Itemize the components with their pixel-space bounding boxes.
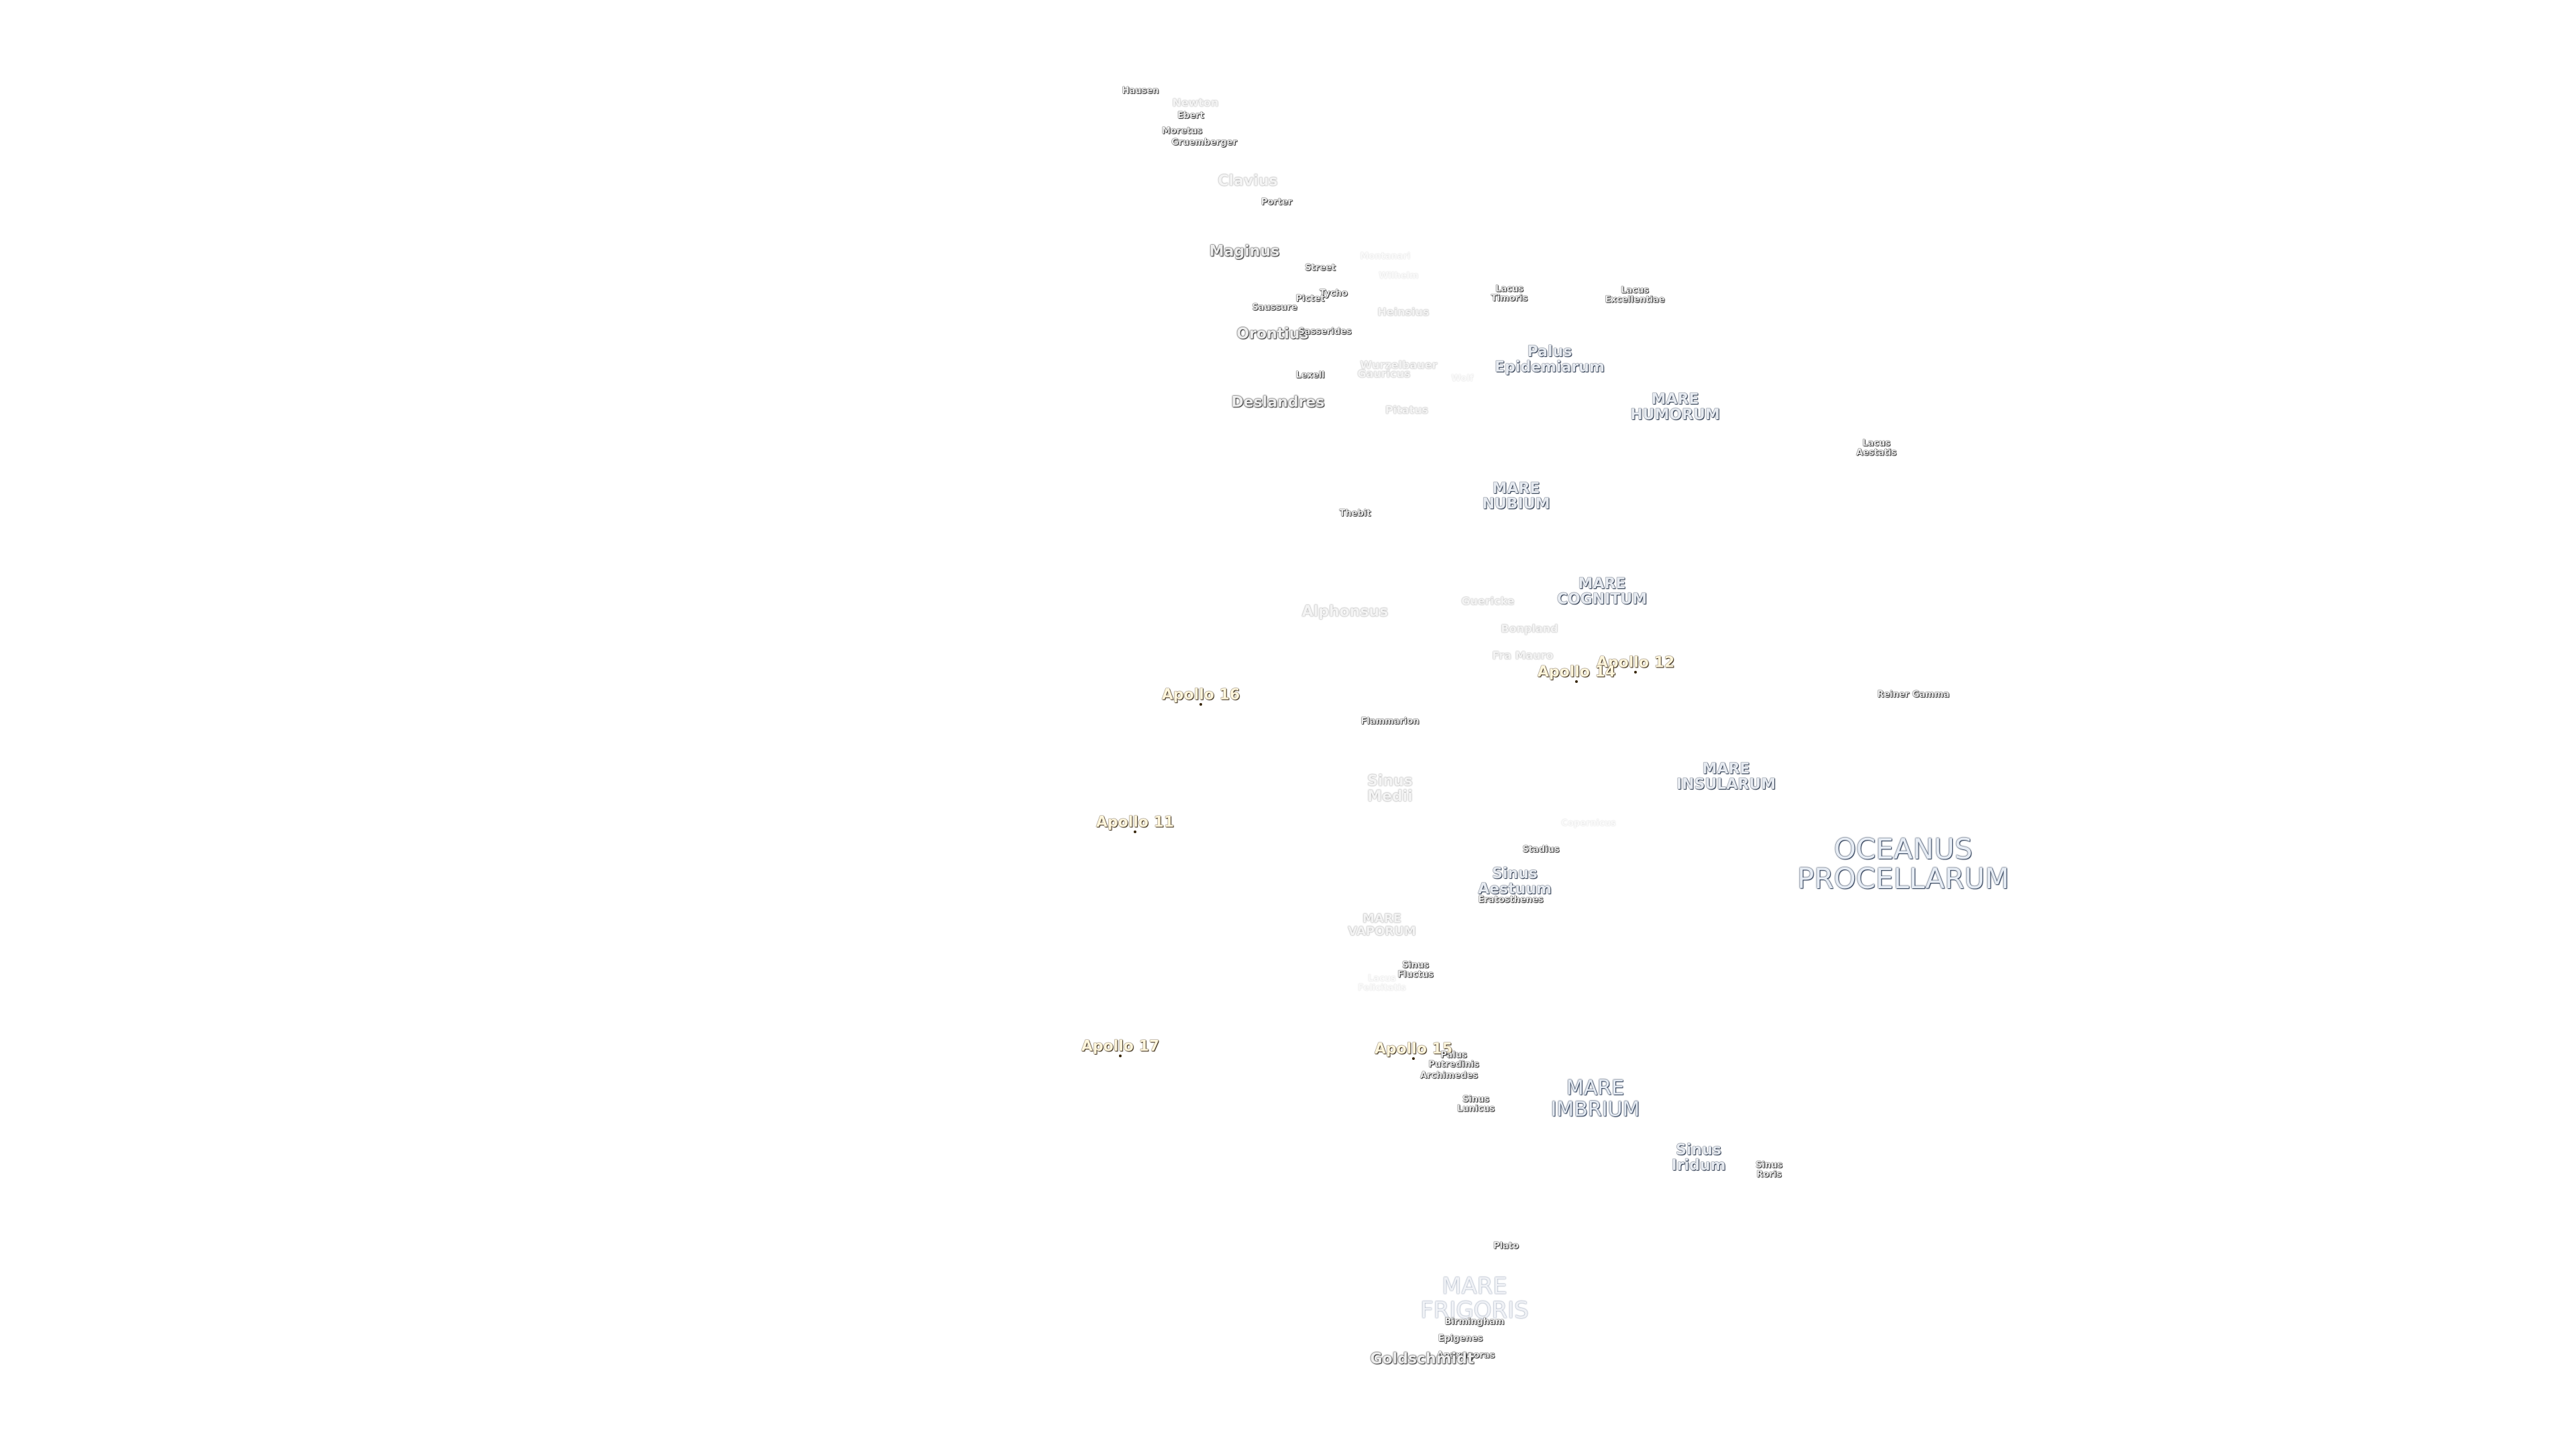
label-oceanus-procellarum[interactable]: OCEANUS PROCELLARUM — [1796, 832, 2010, 895]
label-pitatus[interactable]: Pitatus — [1385, 403, 1429, 417]
label-lacus-timoris[interactable]: Lacus Timoris — [1491, 284, 1528, 303]
landing-site-marker — [1412, 1057, 1415, 1060]
label-montanari[interactable]: Montanari — [1360, 252, 1411, 262]
label-clavius[interactable]: Clavius — [1218, 172, 1278, 190]
label-gauricus[interactable]: Gauricus — [1357, 367, 1411, 380]
label-heinsius[interactable]: Heinsius — [1377, 305, 1430, 319]
label-sinus-aestuum[interactable]: Sinus Aestuum — [1478, 865, 1552, 898]
label-ebert[interactable]: Ebert — [1177, 111, 1204, 121]
label-epigenes[interactable]: Epigenes — [1438, 1334, 1483, 1344]
label-newton[interactable]: Newton — [1172, 96, 1219, 109]
label-pictet[interactable]: Pictet — [1295, 294, 1325, 305]
landing-site-marker — [1134, 830, 1136, 833]
label-orontius[interactable]: Orontius — [1236, 325, 1309, 343]
label-goldschmidt[interactable]: Goldschmidt — [1370, 1350, 1474, 1368]
label-apollo-17[interactable]: Apollo 17 — [1081, 1038, 1160, 1055]
label-maginus[interactable]: Maginus — [1209, 243, 1280, 260]
label-saussure[interactable]: Saussure — [1252, 303, 1297, 313]
label-eratosthenes[interactable]: Eratosthenes — [1478, 895, 1544, 906]
label-apollo-11[interactable]: Apollo 11 — [1095, 814, 1175, 831]
label-reiner-gamma[interactable]: Reiner Gamma — [1877, 690, 1949, 700]
label-fra-mauro[interactable]: Fra Mauro — [1492, 649, 1554, 662]
label-lacus-aestatis[interactable]: Lacus Aestatis — [1856, 438, 1897, 458]
label-stadius[interactable]: Stadius — [1522, 845, 1560, 855]
label-sasserides[interactable]: Sasserides — [1298, 327, 1352, 337]
label-birmingham[interactable]: Birmingham — [1444, 1317, 1505, 1328]
label-thebit[interactable]: Thebit — [1339, 508, 1371, 519]
label-palus-epidemiarum[interactable]: Palus Epidemiarum — [1495, 343, 1605, 376]
label-archimedes[interactable]: Archimedes — [1419, 1071, 1479, 1081]
label-wolf[interactable]: Wolf — [1451, 374, 1474, 384]
label-mare-frigoris[interactable]: MARE FRIGORIS — [1420, 1273, 1529, 1324]
label-copernicus[interactable]: Copernicus — [1561, 818, 1616, 829]
label-apollo-15[interactable]: Apollo 15 — [1374, 1040, 1453, 1058]
label-palus-putredinis[interactable]: Palus Putredinis — [1428, 1050, 1479, 1069]
label-lacus-excellentiae[interactable]: Lacus Excellentiae — [1605, 285, 1665, 305]
label-plato[interactable]: Plato — [1493, 1241, 1519, 1252]
landing-site-marker — [1199, 703, 1202, 706]
label-guericke[interactable]: Guericke — [1461, 594, 1515, 608]
label-wurzelbauer[interactable]: Wurzelbauer — [1360, 358, 1438, 372]
label-flammarion[interactable]: Flammarion — [1360, 716, 1419, 727]
label-sinus-fluctus[interactable]: Sinus Fluctus — [1397, 960, 1434, 979]
landing-site-marker — [1575, 680, 1578, 683]
label-mare-humorum[interactable]: MARE HUMORUM — [1630, 390, 1720, 423]
label-street[interactable]: Street — [1305, 263, 1336, 274]
label-lacus-felicitatis[interactable]: Lacus Felicitatis — [1358, 973, 1406, 993]
label-mare-insularum[interactable]: MARE INSULARUM — [1676, 760, 1776, 793]
label-apollo-12[interactable]: Apollo 12 — [1596, 654, 1675, 672]
label-mare-vaporum[interactable]: MARE VAPORUM — [1348, 912, 1416, 938]
label-wilhelm[interactable]: Wilhelm — [1379, 271, 1419, 282]
landing-site-marker — [1634, 671, 1637, 674]
label-tycho[interactable]: Tycho — [1320, 288, 1348, 299]
label-deslandres[interactable]: Deslandres — [1231, 394, 1325, 411]
label-gruemberger[interactable]: Gruemberger — [1171, 138, 1237, 148]
label-moretus[interactable]: Moretus — [1161, 126, 1203, 137]
label-hausen[interactable]: Hausen — [1122, 86, 1159, 97]
label-sinus-medii[interactable]: Sinus Medii — [1367, 772, 1413, 805]
label-apollo-14[interactable]: Apollo 14 — [1537, 663, 1616, 681]
label-anaxagoras[interactable]: Anaxagoras — [1436, 1350, 1495, 1361]
label-sinus-iridum[interactable]: Sinus Iridum — [1671, 1141, 1726, 1174]
label-mare-imbrium[interactable]: MARE IMBRIUM — [1550, 1076, 1640, 1121]
landing-site-marker — [1119, 1055, 1122, 1057]
label-apollo-16[interactable]: Apollo 16 — [1161, 686, 1240, 704]
label-sinus-lunicus[interactable]: Sinus Lunicus — [1457, 1094, 1495, 1114]
label-alphonsus[interactable]: Alphonsus — [1301, 603, 1389, 621]
label-bonpland[interactable]: Bonpland — [1501, 622, 1558, 635]
label-mare-nubium[interactable]: MARE NUBIUM — [1482, 480, 1550, 513]
label-sinus-roris[interactable]: Sinus Roris — [1755, 1160, 1783, 1179]
label-mare-cognitum[interactable]: MARE COGNITUM — [1556, 575, 1648, 608]
label-porter[interactable]: Porter — [1260, 197, 1293, 208]
label-lexell[interactable]: Lexell — [1295, 370, 1325, 381]
